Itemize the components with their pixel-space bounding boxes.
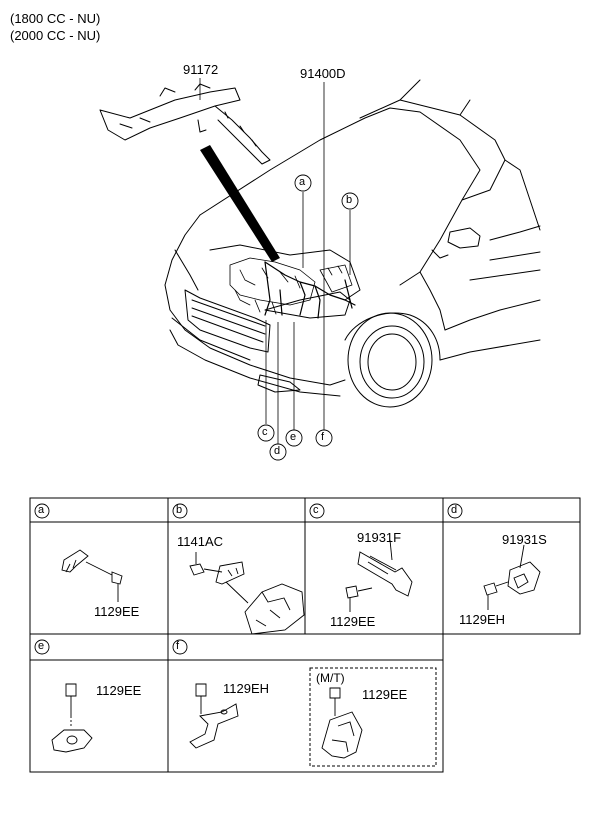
engine-spec-1800: (1800 CC - NU) bbox=[10, 11, 101, 26]
harness-91400D bbox=[264, 261, 356, 319]
callout-c: c bbox=[262, 426, 268, 438]
callout-f: f bbox=[321, 431, 325, 443]
detail-c-part-1129EE: 1129EE bbox=[330, 614, 376, 629]
pointer-wedge bbox=[200, 145, 280, 262]
detail-d-drawing bbox=[483, 544, 541, 610]
part-number-91400D: 91400D bbox=[300, 66, 346, 81]
detail-f-bracket-drawing bbox=[189, 683, 239, 749]
callout-a: a bbox=[299, 176, 306, 188]
engine-spec-2000: (2000 CC - NU) bbox=[10, 28, 101, 43]
detail-c-drawing bbox=[345, 539, 413, 612]
part-number-91172: 91172 bbox=[183, 62, 219, 77]
detail-d-part-1129EH: 1129EH bbox=[459, 612, 506, 627]
detail-header-b: b bbox=[176, 504, 183, 516]
detail-b-part-1141AC: 1141AC bbox=[177, 534, 224, 549]
engine-compartment bbox=[229, 257, 353, 315]
detail-c-part-91931F: 91931F bbox=[357, 530, 402, 545]
car-body-outline bbox=[164, 79, 541, 408]
callout-e: e bbox=[290, 431, 297, 443]
detail-f-variant-label: (M/T) bbox=[316, 671, 345, 685]
detail-e-drawing bbox=[51, 683, 93, 753]
detail-table-grid bbox=[29, 497, 581, 773]
callout-d: d bbox=[274, 445, 281, 457]
detail-d-part-91931S: 91931S bbox=[502, 532, 547, 547]
detail-f-part-1129EE: 1129EE bbox=[362, 687, 408, 702]
detail-header-f: f bbox=[176, 640, 180, 652]
detail-f-part-1129EH: 1129EH bbox=[223, 681, 270, 696]
detail-f-mt-drawing bbox=[321, 687, 363, 759]
callout-b: b bbox=[346, 194, 353, 206]
detail-header-d: d bbox=[451, 504, 458, 516]
detail-header-e: e bbox=[38, 640, 45, 652]
detail-header-c: c bbox=[313, 504, 319, 516]
detail-a-drawing bbox=[61, 549, 123, 602]
detail-header-a: a bbox=[38, 504, 45, 516]
detail-e-part-1129EE: 1129EE bbox=[96, 683, 142, 698]
front-brace-part bbox=[99, 83, 271, 165]
detail-b-drawing bbox=[189, 552, 305, 635]
detail-a-part-1129EE: 1129EE bbox=[94, 604, 140, 619]
